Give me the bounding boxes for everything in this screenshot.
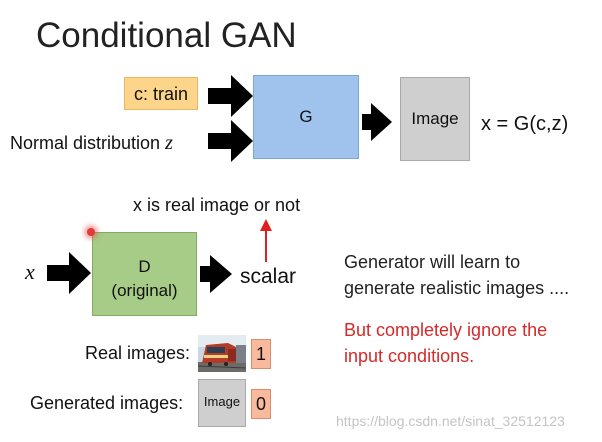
- generator-note: Generator will learn to generate realist…: [344, 249, 594, 301]
- discriminator-output-arrow-icon: [200, 255, 232, 293]
- up-arrow-head-icon: [260, 219, 272, 231]
- train-photo-image: [198, 335, 246, 372]
- noise-label-text: Normal distribution: [10, 133, 161, 153]
- condition-box: c: train: [124, 77, 198, 110]
- generator-note-line-2: generate realistic images ....: [344, 278, 570, 298]
- warning-note-line-2: input conditions.: [344, 346, 475, 366]
- generator-equation: x = G(c,z): [481, 113, 569, 135]
- noise-arrow-icon: [208, 120, 253, 162]
- warning-note: But completely ignore the input conditio…: [344, 317, 594, 369]
- discriminator-input-arrow-icon: [47, 252, 91, 294]
- warning-note-line-1: But completely ignore the: [344, 320, 548, 340]
- generated-images-label: Generated images:: [30, 393, 184, 413]
- slide-title: Conditional GAN: [36, 16, 297, 55]
- real-images-label: Real images:: [85, 343, 191, 363]
- generator-output-arrow-icon: [362, 103, 392, 141]
- discriminator-label: D: [138, 257, 151, 276]
- condition-arrow-icon: [208, 75, 253, 117]
- generated-score-box: 0: [251, 389, 271, 419]
- watermark: https://blog.csdn.net/sinat_32512123: [336, 413, 565, 429]
- generator-box: G: [253, 75, 359, 159]
- generator-note-line-1: Generator will learn to: [344, 252, 521, 272]
- discriminator-box: D (original): [92, 232, 197, 316]
- discriminator-output: scalar: [240, 265, 297, 288]
- laser-pointer-dot: [87, 228, 95, 236]
- discriminator-sublabel: (original): [111, 281, 178, 300]
- real-score-box: 1: [251, 339, 271, 369]
- generated-image-box: Image: [400, 77, 470, 161]
- noise-label: Normal distribution z: [10, 131, 173, 155]
- noise-variable: z: [165, 132, 173, 154]
- generated-example-box: Image: [198, 379, 246, 427]
- discriminator-caption: x is real image or not: [133, 195, 301, 215]
- discriminator-input-variable: x: [25, 259, 35, 284]
